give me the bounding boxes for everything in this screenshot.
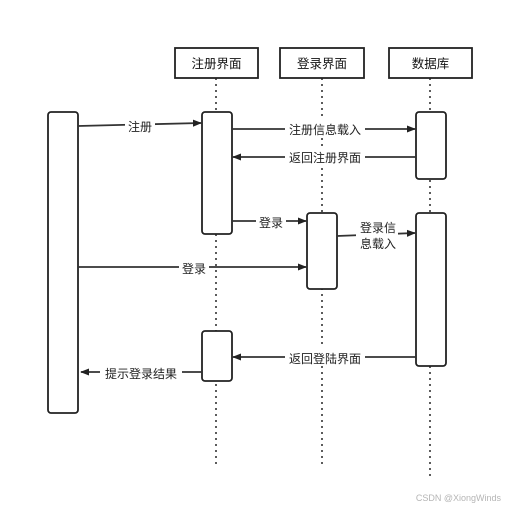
label-bg bbox=[125, 117, 155, 135]
label-bg bbox=[256, 213, 286, 231]
message-user-login-label: 登录 bbox=[182, 261, 206, 276]
participant-login: 登录界面 bbox=[279, 47, 365, 79]
message-register-info-load-label: 注册信息载入 bbox=[289, 122, 361, 137]
participant-login-box bbox=[279, 47, 365, 79]
participant-register: 注册界面 bbox=[174, 47, 259, 79]
message-login-info-load-line2: 息载入 bbox=[360, 236, 396, 251]
watermark: CSDN @XiongWinds bbox=[416, 493, 502, 503]
participant-database-box bbox=[388, 47, 473, 79]
database-activation-2 bbox=[415, 212, 447, 367]
register-activation-2 bbox=[201, 330, 233, 382]
label-bg bbox=[100, 364, 182, 382]
label-bg bbox=[285, 120, 365, 138]
message-return-login-label: 返回登陆界面 bbox=[289, 351, 361, 366]
label-bg bbox=[356, 219, 398, 253]
register-activation-1 bbox=[201, 111, 233, 235]
participant-register-box bbox=[174, 47, 259, 79]
participant-login-label: 登录界面 bbox=[297, 56, 347, 71]
message-login-info-load-line1: 登录信 bbox=[360, 220, 396, 235]
participant-database-label: 数据库 bbox=[412, 56, 450, 71]
user-activation bbox=[47, 111, 79, 414]
message-show-login-result-label: 提示登录结果 bbox=[105, 366, 177, 381]
message-return-register-label: 返回注册界面 bbox=[289, 150, 361, 165]
message-register-to-login-label: 登录 bbox=[259, 215, 283, 230]
database-activation-1 bbox=[415, 111, 447, 180]
label-bg bbox=[285, 348, 365, 366]
label-bg bbox=[179, 259, 209, 277]
message-user-register-label: 注册 bbox=[128, 119, 152, 134]
label-bg bbox=[285, 148, 365, 166]
participant-register-label: 注册界面 bbox=[191, 56, 241, 71]
participant-database: 数据库 bbox=[388, 47, 473, 79]
login-activation bbox=[306, 212, 338, 290]
